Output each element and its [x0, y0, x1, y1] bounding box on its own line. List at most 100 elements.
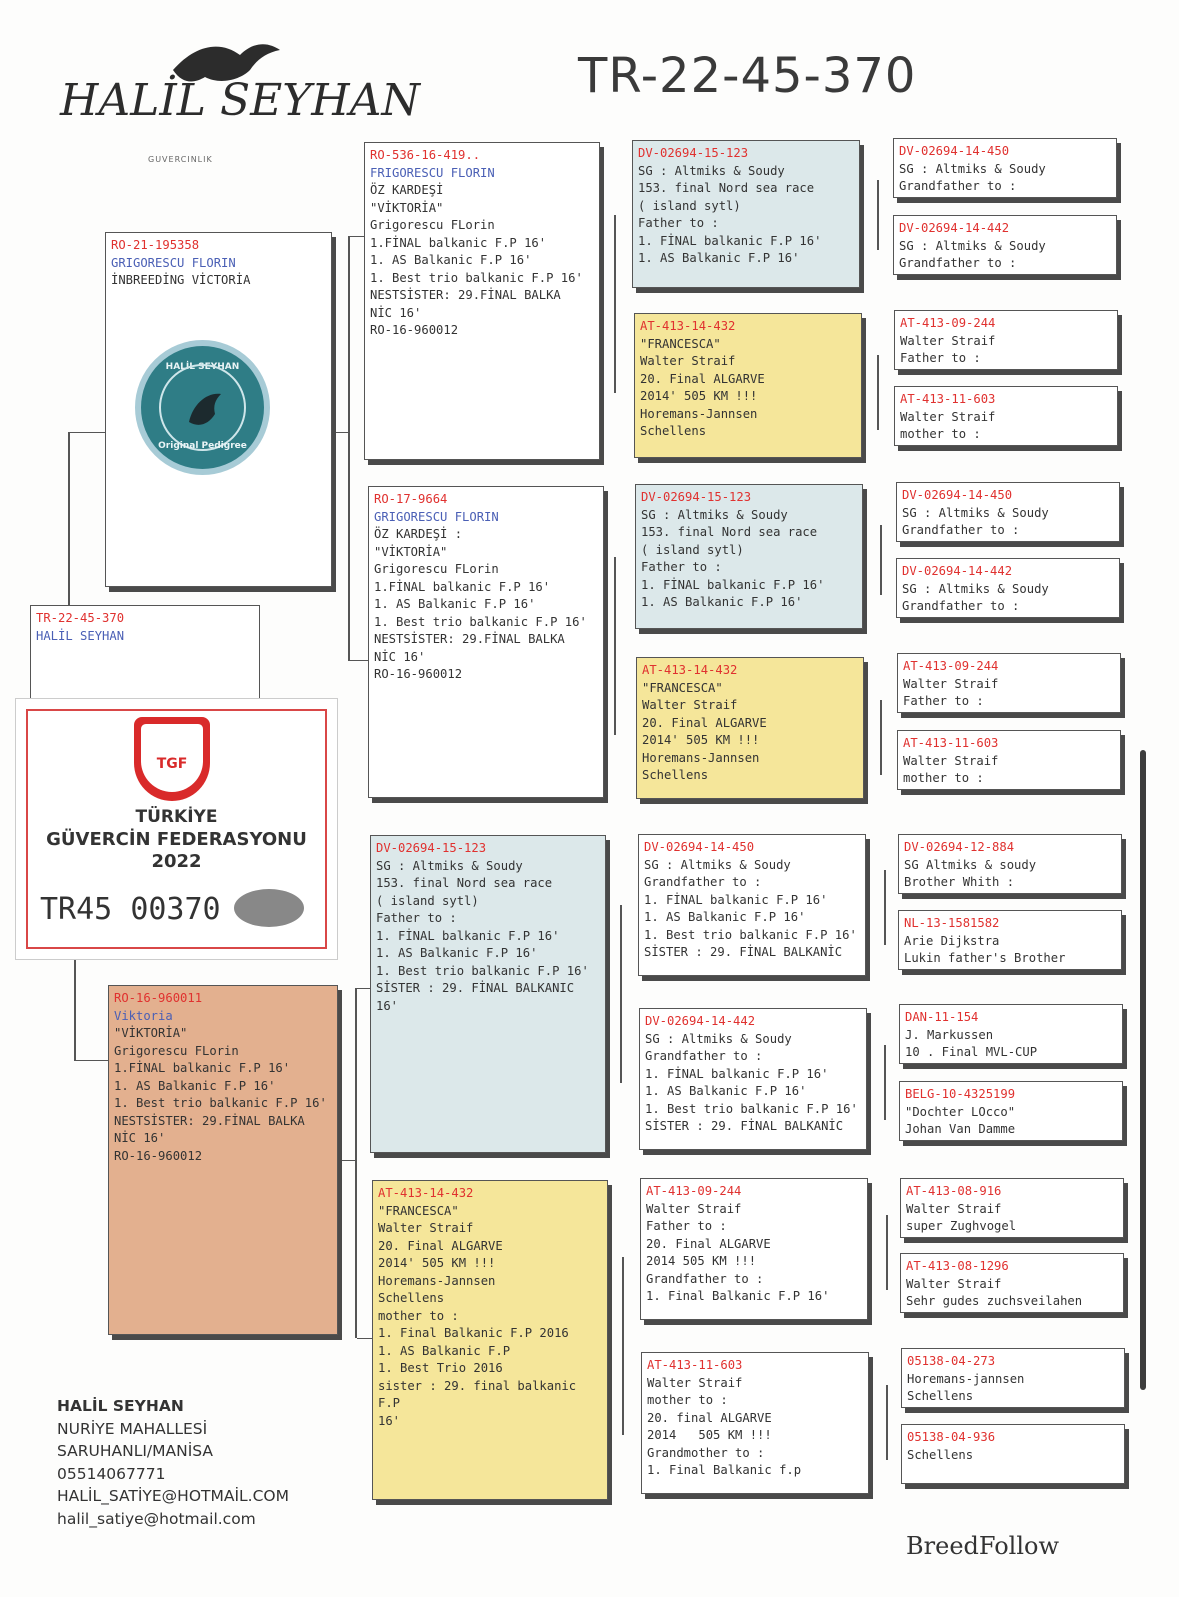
note-line: Grigorescu FLorin — [114, 1043, 239, 1058]
note-line: 1. Best trio balkanic F.P 16' — [645, 1101, 858, 1116]
note-line: 1. AS Balkanic F.P — [378, 1343, 511, 1358]
g4-card-12[interactable]: BELG-10-4325199 "Dochter LOcco" Johan Va… — [899, 1081, 1123, 1141]
note-line: NİC 16' — [374, 649, 426, 664]
note-line: Grandfather to : — [902, 523, 1020, 537]
note-line: 1. AS Balkanic F.P 16' — [641, 595, 803, 609]
ring-number: AT-413-09-244 — [903, 659, 999, 673]
note-line: 1. AS Balkanic F.P 16' — [374, 597, 536, 611]
g4-card-3[interactable]: AT-413-09-244 Walter Straif Father to : — [894, 310, 1118, 370]
shield-label: TGF — [156, 756, 188, 772]
ring-number: 05138-04-936 — [907, 1430, 996, 1444]
contact-address-2: SARUHANLI/MANİSA — [57, 1442, 213, 1460]
ring-number: DV-02694-15-123 — [376, 841, 487, 855]
note-line: Schellens — [907, 1447, 974, 1462]
dam-dam-card[interactable]: AT-413-14-432 "FRANCESCA" Walter Straif … — [372, 1180, 608, 1500]
g4-card-13[interactable]: AT-413-08-916 Walter Straif super Zughvo… — [900, 1178, 1124, 1238]
scrollbar[interactable] — [1140, 750, 1146, 1390]
subject-card[interactable]: TR-22-45-370 HALİL SEYHAN — [30, 605, 260, 705]
note-line: 1. AS Balkanic F.P 16' — [370, 253, 532, 267]
connector — [877, 180, 879, 250]
note-line: 153. final Nord sea race — [638, 181, 815, 195]
note-line: NESTSİSTER: 29.FİNAL BALKA — [374, 632, 565, 646]
note-line: 2014 505 KM !!! — [647, 1428, 772, 1442]
note-line: super Zughvogel — [906, 1219, 1017, 1233]
cert-digits: 00370 — [130, 892, 221, 927]
g4-card-7[interactable]: AT-413-09-244 Walter Straif Father to : — [897, 653, 1121, 713]
connector — [348, 236, 350, 661]
g4-card-14[interactable]: AT-413-08-1296 Walter Straif Sehr gudes … — [900, 1253, 1124, 1313]
g4-card-15[interactable]: 05138-04-273 Horemans-jannsen Schellens — [901, 1348, 1125, 1408]
cert-number: TR45 00370 — [40, 892, 221, 927]
brand-watermark: BreedFollow — [906, 1532, 1060, 1560]
g3-card-3[interactable]: DV-02694-15-123 SG : Altmiks & Soudy 153… — [635, 484, 863, 629]
g3-card-6[interactable]: DV-02694-14-442 SG : Altmiks & Soudy Gra… — [639, 1008, 867, 1150]
note-line: Father to : — [641, 560, 722, 574]
note-line: NESTSİSTER: 29.FİNAL BALKA — [370, 288, 561, 302]
ring-number: 05138-04-273 — [907, 1354, 996, 1368]
sire-sire-card[interactable]: RO-536-16-419.. FRIGORESCU FLORIN ÖZ KAR… — [364, 142, 600, 460]
note-line: 1.FİNAL balkanic F.P 16' — [370, 235, 547, 250]
connector — [68, 432, 106, 433]
note-line: NİC 16' — [114, 1131, 166, 1145]
note-line: SG : Altmiks & Soudy — [638, 163, 785, 178]
note-line: Walter Straif — [900, 409, 996, 424]
cert-prefix: TR45 — [40, 892, 113, 927]
dam-card[interactable]: RO-16-960011 Viktoria "VİKTORİA" Grigore… — [108, 985, 338, 1335]
note-line: Grandmother to : — [647, 1445, 765, 1460]
note-line: Grandfather to : — [644, 875, 762, 889]
note-line: ÖZ KARDEŞİ — [370, 183, 444, 197]
g3-card-7[interactable]: AT-413-09-244 Walter Straif Father to : … — [640, 1178, 868, 1320]
connector — [880, 700, 882, 775]
note-line: Grandfather to : — [902, 599, 1020, 613]
ring-number: DV-02694-12-884 — [904, 840, 1015, 854]
globe-icon — [234, 889, 304, 927]
g4-card-4[interactable]: AT-413-11-603 Walter Straif mother to : — [894, 386, 1118, 446]
g3-card-1[interactable]: DV-02694-15-123 SG : Altmiks & Soudy 153… — [632, 140, 860, 288]
g4-card-5[interactable]: DV-02694-14-450 SG : Altmiks & Soudy Gra… — [896, 482, 1120, 542]
note-line: 1.FİNAL balkanic F.P 16' — [374, 579, 551, 594]
note-line: İNBREEDİNG VİCTORİA — [111, 273, 251, 287]
note-line: Grigorescu FLorin — [370, 218, 495, 232]
note-line: SİSTER : 29. FİNAL BALKANIC — [376, 981, 575, 995]
contact-email-lower[interactable]: halil_satiye@hotmail.com — [57, 1509, 256, 1528]
cert-line-2: GÜVERCİN FEDERASYONU — [46, 829, 307, 850]
ring-number: DV-02694-14-450 — [899, 144, 1010, 158]
g4-card-11[interactable]: DAN-11-154 J. Markussen 10 . Final MVL-C… — [899, 1004, 1123, 1064]
note-line: 1. FİNAL balkanic F.P 16' — [641, 577, 825, 592]
note-line: "Dochter LOcco" — [905, 1104, 1016, 1119]
dam-sire-card[interactable]: DV-02694-15-123 SG : Altmiks & Soudy 153… — [370, 835, 606, 1153]
ring-number: DAN-11-154 — [905, 1010, 979, 1024]
ring-number: AT-413-08-916 — [906, 1184, 1002, 1198]
note-line: Father to : — [646, 1219, 727, 1233]
g4-card-1[interactable]: DV-02694-14-450 SG : Altmiks & Soudy Gra… — [893, 138, 1117, 198]
ring-number: AT-413-09-244 — [646, 1184, 742, 1198]
note-line: Grandfather to : — [899, 179, 1017, 193]
g4-card-16[interactable]: 05138-04-936 Schellens — [901, 1424, 1125, 1484]
g3-card-4[interactable]: AT-413-14-432 "FRANCESCA" Walter Straif … — [636, 657, 864, 799]
g3-card-8[interactable]: AT-413-11-603 Walter Straif mother to : … — [641, 1352, 869, 1494]
connector — [339, 1160, 355, 1161]
g3-card-5[interactable]: DV-02694-14-450 SG : Altmiks & Soudy Gra… — [638, 834, 866, 976]
g4-card-2[interactable]: DV-02694-14-442 SG : Altmiks & Soudy Gra… — [893, 215, 1117, 275]
connector — [884, 870, 886, 945]
tgf-shield-icon: TGF — [134, 717, 210, 801]
ring-number: DV-02694-14-450 — [644, 840, 755, 854]
g3-card-2[interactable]: AT-413-14-432 "FRANCESCA" Walter Straif … — [634, 313, 862, 458]
ring-number: DV-02694-15-123 — [641, 490, 752, 504]
note-line: Brother Whith : — [904, 875, 1015, 889]
g4-card-6[interactable]: DV-02694-14-442 SG : Altmiks & Soudy Gra… — [896, 558, 1120, 618]
note-line: ( island sytl) — [376, 893, 479, 908]
note-line: Schellens — [642, 768, 709, 782]
g4-card-9[interactable]: DV-02694-12-884 SG Altmiks & soudy Broth… — [898, 834, 1122, 894]
connector — [886, 1385, 888, 1460]
note-line: Schellens — [640, 424, 707, 438]
pedigree-title: TR-22-45-370 — [578, 48, 917, 104]
note-line: 2014 505 KM !!! — [646, 1254, 757, 1268]
g4-card-8[interactable]: AT-413-11-603 Walter Straif mother to : — [897, 730, 1121, 790]
g4-card-10[interactable]: NL-13-1581582 Arie Dijkstra Lukin father… — [898, 910, 1122, 970]
note-line: Walter Straif — [906, 1276, 1002, 1291]
sire-dam-card[interactable]: RO-17-9664 GRIGORESCU FLORIN ÖZ KARDEŞİ … — [368, 486, 604, 798]
note-line: Walter Straif — [903, 676, 999, 691]
connector — [614, 557, 616, 735]
owner-name: FRIGORESCU FLORIN — [370, 165, 495, 180]
